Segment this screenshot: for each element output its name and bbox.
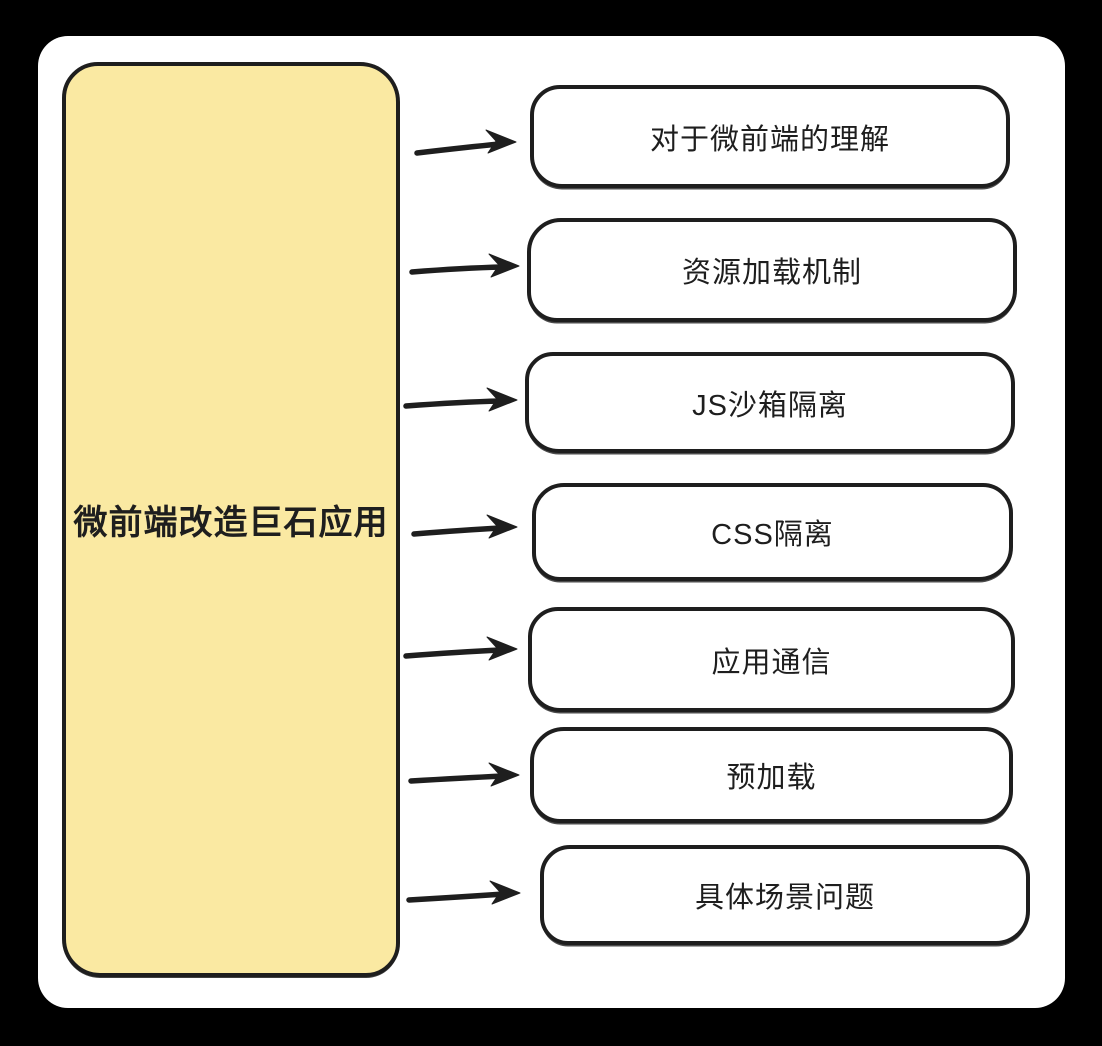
branch-understanding: 对于微前端的理解 — [530, 85, 1010, 188]
branch-scenario-issues: 具体场景问题 — [540, 845, 1030, 945]
root-node-monolith-refactor: 微前端改造巨石应用 — [62, 62, 400, 977]
branch-resource-loading: 资源加载机制 — [527, 218, 1017, 322]
branch-label: 具体场景问题 — [694, 882, 875, 914]
branch-css-isolation: CSS隔离 — [532, 483, 1013, 581]
branch-label: 应用通信 — [711, 646, 832, 679]
branch-label: 对于微前端的理解 — [649, 123, 890, 156]
branch-label: 资源加载机制 — [681, 257, 862, 289]
branch-label: 预加载 — [726, 762, 817, 794]
branch-js-sandbox: JS沙箱隔离 — [525, 352, 1015, 453]
branch-label: CSS隔离 — [711, 519, 834, 551]
branch-app-communication: 应用通信 — [528, 607, 1015, 712]
branch-label: JS沙箱隔离 — [692, 389, 848, 422]
branch-preload: 预加载 — [530, 727, 1013, 823]
root-node-label: 微前端改造巨石应用 — [73, 504, 389, 542]
